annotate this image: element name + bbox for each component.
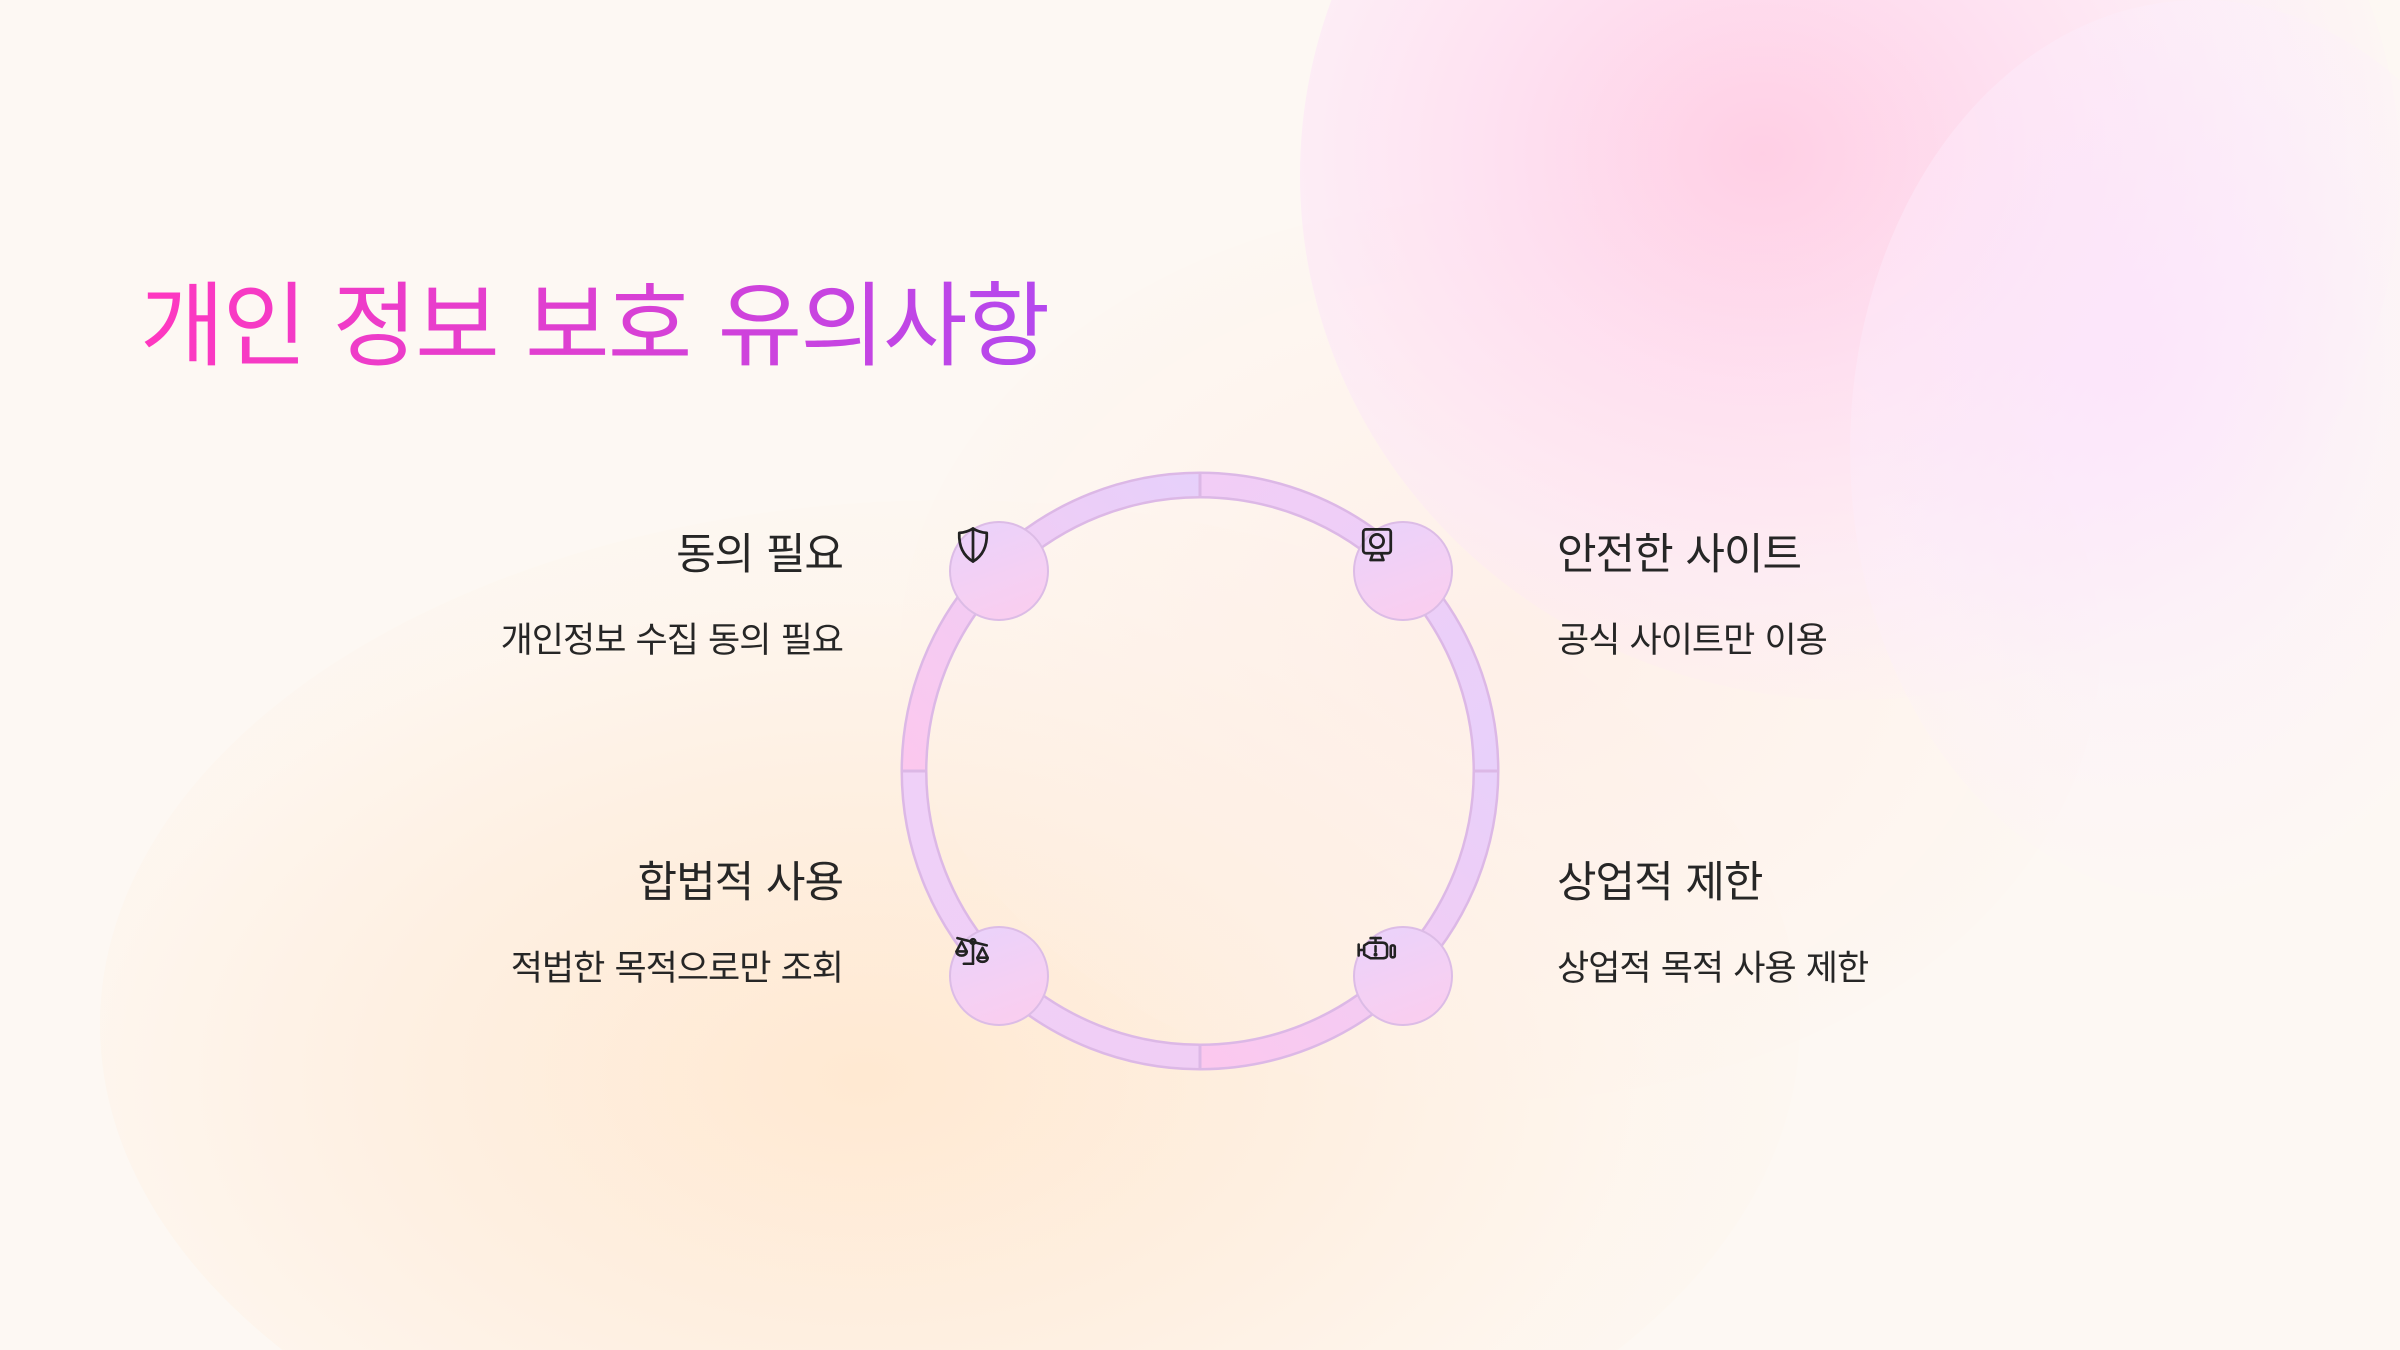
ring-segment-bottom-right: [1199, 770, 1497, 1068]
webcam-icon: [1361, 528, 1393, 562]
node-consent: [949, 521, 1049, 621]
item-description: 개인정보 수집 동의 필요: [500, 621, 844, 661]
node-commercial-limit: [1353, 926, 1453, 1026]
scales-icon: [955, 936, 989, 966]
item-description: 적법한 목적으로만 조회: [510, 949, 844, 989]
item-title: 동의 필요: [676, 530, 844, 580]
item-title: 상업적 제한: [1557, 858, 1763, 908]
background-lavender-glow: [1850, 0, 2400, 900]
node-legal-use: [949, 926, 1049, 1026]
engine-warning-icon: [1357, 936, 1397, 960]
item-consent: 동의 필요 개인정보 수집 동의 필요: [323, 527, 844, 665]
node-safe-site: [1353, 521, 1453, 621]
ring-segment-top-right: [1199, 474, 1497, 772]
item-title: 합법적 사용: [637, 858, 844, 908]
page-title: 개인 정보 보호 유의사항: [140, 262, 1050, 392]
item-safe-site: 안전한 사이트 공식 사이트만 이용: [1557, 527, 2077, 665]
item-description: 공식 사이트만 이용: [1557, 621, 1828, 661]
item-commercial-limit: 상업적 제한 상업적 목적 사용 제한: [1557, 855, 2077, 993]
item-legal-use: 합법적 사용 적법한 목적으로만 조회: [323, 855, 844, 993]
shield-icon: [957, 527, 989, 563]
ring-segment-bottom-left: [903, 770, 1201, 1068]
item-title: 안전한 사이트: [1557, 530, 1802, 580]
item-description: 상업적 목적 사용 제한: [1557, 949, 1869, 989]
